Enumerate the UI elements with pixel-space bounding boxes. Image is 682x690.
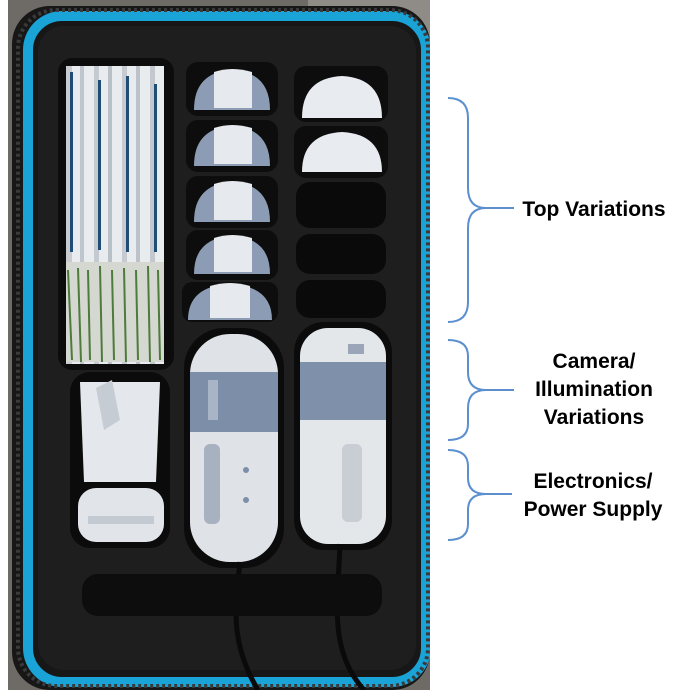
bottom-slot	[82, 574, 382, 616]
label-top-variations-text: Top Variations	[522, 198, 666, 221]
label-electronics-power: Electronics/ Power Supply	[508, 468, 678, 524]
case-blue-trim	[23, 11, 430, 687]
top-caps-right	[294, 66, 388, 318]
top-variations-bracket	[447, 97, 487, 323]
label-camera-illumination: Camera/ Illumination Variations	[512, 348, 676, 432]
paper-packets	[66, 66, 164, 364]
top-caps-left	[182, 62, 278, 322]
case-photo-drawing	[8, 0, 430, 690]
camera-modules	[184, 322, 392, 568]
case-zipper	[16, 8, 430, 688]
label-electronics-line2: Power Supply	[523, 498, 663, 521]
case-photo	[8, 0, 430, 690]
label-electronics-line1: Electronics/	[533, 470, 653, 493]
cable-right	[334, 543, 366, 690]
label-camera-line1: Camera/	[552, 350, 636, 373]
electronics-bracket	[447, 449, 487, 541]
camera-bracket	[447, 339, 487, 441]
electronics-module	[70, 372, 170, 548]
label-camera-line2: Illumination	[535, 378, 653, 401]
label-camera-line3: Variations	[543, 406, 645, 429]
label-top-variations: Top Variations	[512, 196, 676, 224]
annotation-brackets	[447, 97, 514, 541]
